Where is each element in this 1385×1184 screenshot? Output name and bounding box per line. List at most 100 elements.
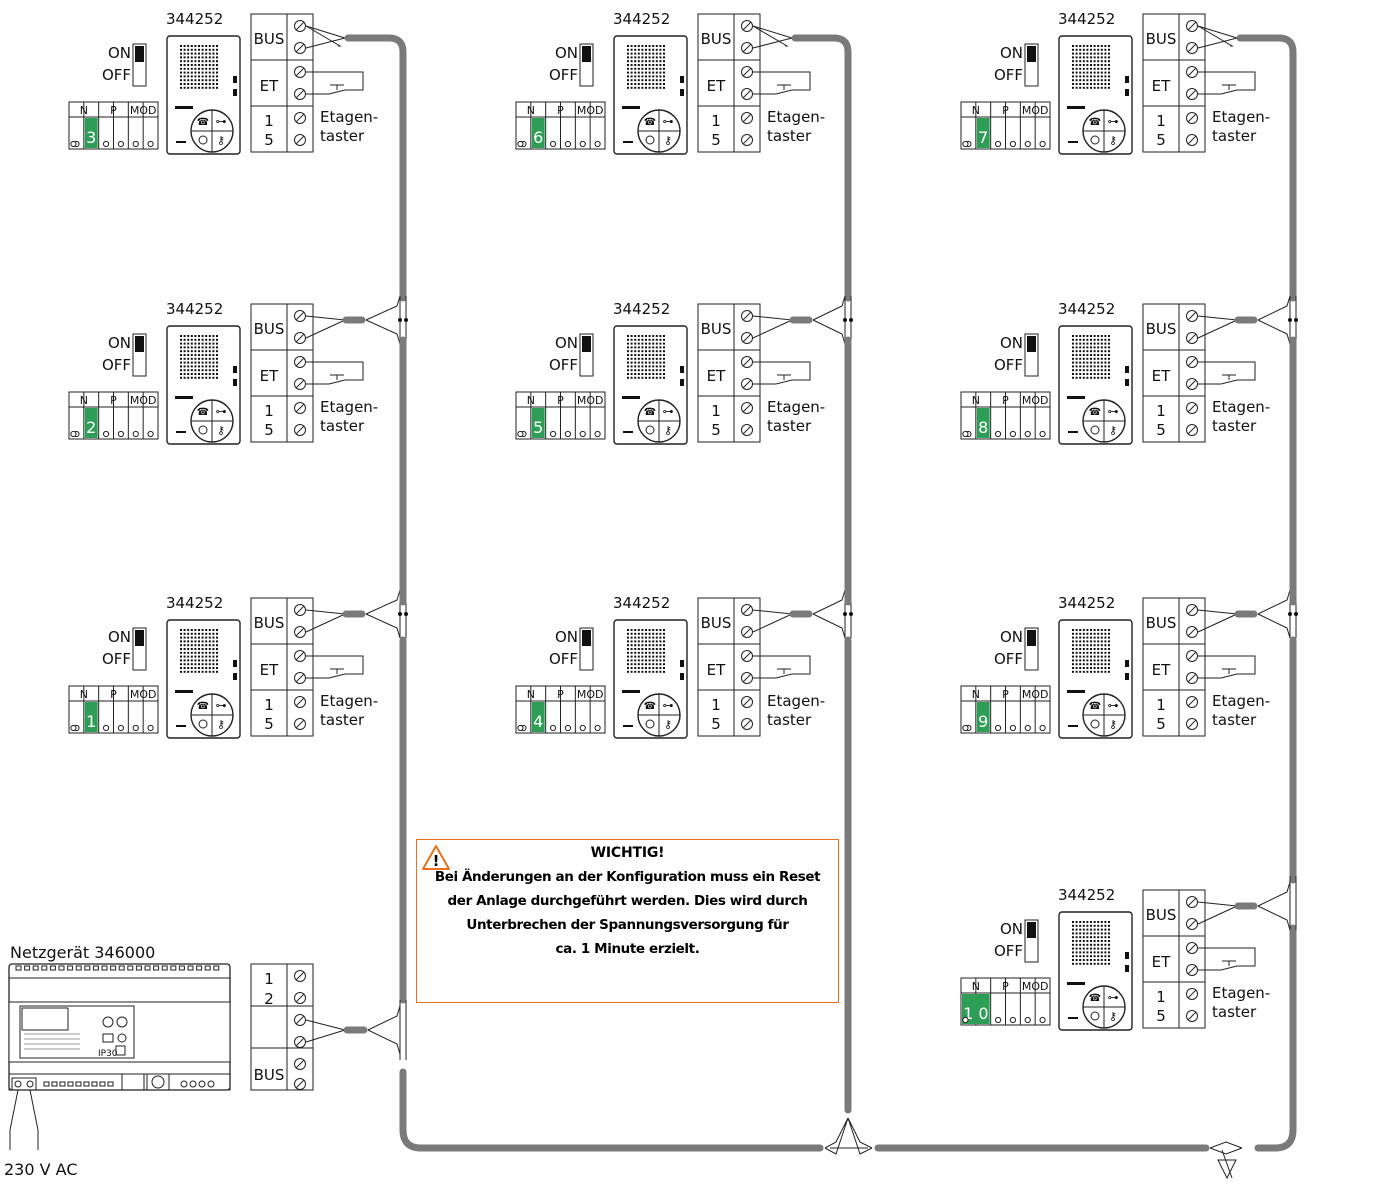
grille-dot [190, 667, 193, 669]
grille-dot [183, 663, 186, 666]
grille-dot [630, 48, 633, 51]
selfon-icon [645, 719, 655, 729]
grille-dot [1108, 342, 1110, 345]
grille-dot [641, 376, 644, 379]
grille-dot [180, 670, 182, 673]
screw-slot [742, 379, 752, 389]
grille-dot [201, 79, 204, 82]
grille-dot [180, 357, 182, 360]
grille-dot [1082, 342, 1085, 345]
grille-dot [630, 338, 633, 341]
grille-dot [1090, 83, 1092, 85]
grille-dot [1075, 79, 1078, 82]
grille-dot [208, 346, 211, 349]
side-button [680, 660, 684, 667]
grille-dot [1093, 663, 1096, 666]
vent-slot [144, 965, 151, 971]
grille-dot [637, 56, 640, 59]
grille-dot [205, 75, 208, 78]
grille-dot [648, 52, 651, 55]
grille-dot [1075, 959, 1078, 961]
grille-dot [627, 648, 629, 650]
grille-dot [187, 86, 190, 89]
grille-dot [652, 56, 655, 59]
grille-dot [201, 75, 204, 78]
grille-dot [216, 64, 218, 66]
grille-dot [187, 365, 190, 368]
grille-dot [216, 83, 218, 85]
terminal-column [286, 597, 314, 737]
grille-dot [1108, 670, 1110, 673]
grille-dot [630, 640, 633, 643]
grille-dot [652, 67, 655, 70]
grille-dot [1082, 667, 1085, 669]
grille-dot [659, 369, 662, 372]
grille-dot [1082, 640, 1085, 643]
grille-dot [1075, 640, 1078, 643]
grille-dot [216, 75, 218, 78]
dip-pin [579, 430, 586, 438]
dip-label-mod: MOD [130, 394, 157, 407]
terminal-label-bus: BUS [1146, 614, 1177, 632]
grille-dot [634, 52, 637, 55]
dip-pin [994, 140, 1002, 148]
grille-dot [1086, 959, 1089, 961]
floor-button-wire [1198, 655, 1256, 675]
grille-dot [648, 45, 651, 47]
grille-dot [637, 373, 640, 375]
grille-dot [652, 60, 655, 63]
grille-dot [1082, 651, 1085, 654]
call-icon: ☎ [1089, 701, 1101, 712]
grille-dot [187, 357, 190, 360]
grille-dot [1072, 928, 1074, 931]
grille-dot [1079, 350, 1082, 353]
grille-dot [637, 338, 640, 341]
grille-dot [1079, 648, 1082, 650]
dip-label-n: N [527, 688, 535, 701]
grille-dot [627, 629, 629, 631]
grille-dot [637, 644, 640, 647]
grille-dot [659, 361, 662, 364]
dip-label-n: N [80, 688, 88, 701]
grille-dot [1072, 79, 1074, 82]
grille-dot [1090, 86, 1092, 89]
grille-dot [630, 346, 633, 349]
dip-label-mod: MOD [577, 394, 604, 407]
grille-dot [212, 667, 215, 669]
grille-dot [648, 659, 651, 662]
grille-dot [1104, 373, 1107, 375]
vent-slot [170, 965, 177, 971]
dip-pin [962, 430, 969, 438]
grille-dot [216, 659, 218, 662]
grille-dot [1093, 959, 1096, 961]
grille-dot [198, 632, 200, 635]
dip-label-n: N [972, 688, 980, 701]
terminal-column [1178, 597, 1206, 737]
terminal-label-1: 1 [711, 696, 721, 714]
model-label: 344252 [166, 10, 223, 28]
selfon-icon [645, 135, 655, 145]
grille-dot [1108, 940, 1110, 942]
grille-dot [1100, 651, 1103, 654]
grille-dot [1100, 357, 1103, 360]
grille-dot [652, 365, 655, 368]
grille-dot [655, 667, 658, 669]
grille-dot [655, 71, 658, 74]
grille-dot [1108, 83, 1110, 85]
dip-pin [594, 724, 601, 732]
grille-dot [216, 71, 218, 74]
grille-dot [652, 335, 655, 337]
grille-dot [1104, 936, 1107, 939]
grille-dot [208, 86, 211, 89]
floor-button-label: taster [767, 127, 812, 145]
grille-dot [205, 369, 208, 372]
grille-dot [1072, 376, 1074, 379]
grille-dot [190, 354, 193, 356]
power-supply-lower [8, 1073, 231, 1091]
grille-dot [194, 79, 197, 82]
grille-dot [630, 45, 633, 47]
selfon-icon [198, 719, 208, 729]
led-icon [102, 1016, 114, 1028]
grille-dot [1079, 45, 1082, 47]
grille-dot [198, 655, 200, 658]
